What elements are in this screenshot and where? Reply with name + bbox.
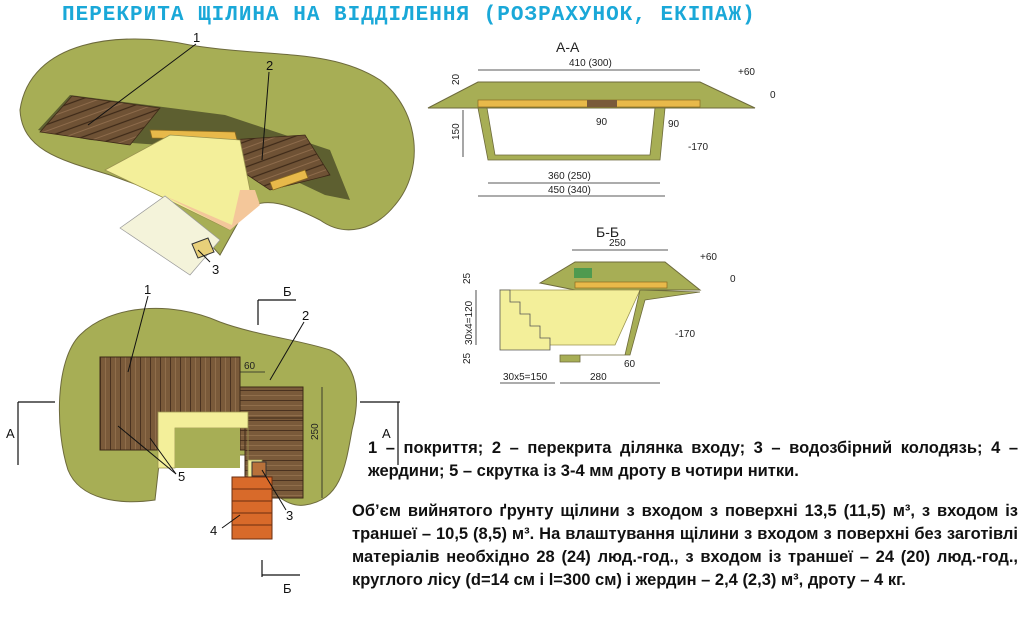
section-bb-level-plus: +60 <box>700 252 717 263</box>
section-bb-stairs <box>499 289 551 351</box>
section-aa-trench <box>477 107 666 161</box>
section-bb-level-minus: -170 <box>675 329 695 340</box>
section-aa-log-dark <box>587 100 617 107</box>
iso-log-row-2 <box>269 169 309 191</box>
section-aa-dim-total: 450 (340) <box>548 185 591 196</box>
plan-callout-1: 1 <box>144 282 151 297</box>
section-bb-dim-stair-h: 30х4=120 <box>464 300 475 345</box>
plan-view: 60 250 А А Б Б 1 2 3 4 5 <box>6 282 400 596</box>
section-bb-dim-bottom: 280 <box>590 372 607 383</box>
iso-stairs <box>119 195 221 276</box>
plan-stairs <box>231 476 273 540</box>
plan-callout-2: 2 <box>302 308 309 323</box>
plan-callout-5: 5 <box>178 469 185 484</box>
plan-dim-250: 250 <box>310 423 321 440</box>
plan-cut-b-top: Б <box>283 284 292 299</box>
page-title: ПЕРЕКРИТА ЩІЛИНА НА ВІДДІЛЕННЯ (РОЗРАХУН… <box>62 4 756 27</box>
section-bb-dim-25b: 25 <box>462 352 473 364</box>
section-aa-level-minus: -170 <box>688 142 708 153</box>
section-bb-dim-25a: 25 <box>462 272 473 284</box>
section-bb-dim-top: 250 <box>609 238 626 249</box>
legend-text: 1 – покриття; 2 – перекрита ділянка вход… <box>368 439 1018 480</box>
section-bb-cover-green <box>574 268 592 278</box>
plan-cut-a-left: А <box>6 426 15 441</box>
section-aa-level-plus: +60 <box>738 67 755 78</box>
section-aa-level-zero: 0 <box>770 90 776 101</box>
plan-cut-b-bottom: Б <box>283 581 292 596</box>
plan-dim-60: 60 <box>244 361 256 372</box>
section-bb-dim-stair-run: 30х5=150 <box>503 372 548 383</box>
plan-sump <box>251 461 267 477</box>
plan-callout-3: 3 <box>286 508 293 523</box>
section-aa-dim-20: 20 <box>451 73 462 85</box>
isometric-view: 1 2 3 <box>19 30 415 277</box>
section-aa-dim-90b: 90 <box>668 119 680 130</box>
plan-stair-treads <box>232 488 272 526</box>
section-aa-dim-90a: 90 <box>596 117 608 128</box>
iso-callout-3: 3 <box>212 262 219 277</box>
section-bb-trench <box>559 289 701 363</box>
section-aa-dim-top: 410 (300) <box>569 58 612 69</box>
iso-callout-1: 1 <box>193 30 200 45</box>
section-bb: Б-Б 250 25 30х4=120 25 30х5=150 280 60 +… <box>462 224 736 384</box>
plan-cut-a-right: А <box>382 426 391 441</box>
section-aa-dim-150: 150 <box>451 123 462 140</box>
section-bb-logs <box>574 281 668 289</box>
section-bb-dim-60: 60 <box>624 359 636 370</box>
iso-callout-2: 2 <box>266 58 273 73</box>
iso-floor <box>165 190 260 230</box>
iso-sump <box>191 237 215 259</box>
section-aa-label: А-А <box>556 39 580 55</box>
section-aa-dim-bottom: 360 (250) <box>548 171 591 182</box>
plan-interior <box>175 428 240 468</box>
section-bb-label: Б-Б <box>596 224 619 240</box>
section-bb-level-zero: 0 <box>730 274 736 285</box>
iso-cover-wood <box>39 95 161 146</box>
plan-callout-4: 4 <box>210 523 217 538</box>
section-aa: А-А 410 (300) 20 150 90 90 360 (250) 450… <box>427 39 776 197</box>
volume-text: Об’єм вийнятого ґрунту щілини з входом з… <box>352 502 1018 589</box>
